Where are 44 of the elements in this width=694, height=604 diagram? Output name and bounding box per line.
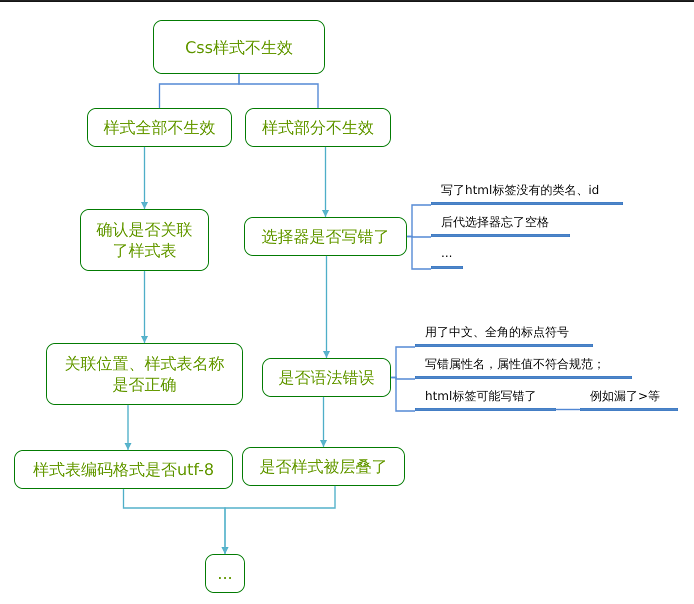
node-text: 例如漏了>等 — [590, 388, 660, 405]
process-box — [14, 450, 233, 489]
process-box — [153, 20, 325, 74]
connector-line — [238, 74, 319, 108]
arrow — [222, 486, 336, 554]
node-text: 是否语法错误 — [278, 367, 374, 388]
arrow — [322, 147, 329, 217]
branch-item — [415, 324, 593, 347]
node-text: 样式全部不生效 — [104, 117, 216, 138]
node-text: ... — [441, 246, 452, 260]
node-text: ... — [217, 563, 233, 584]
process-box — [205, 554, 245, 593]
node-text: 选择器是否写错了 — [262, 226, 390, 247]
branch-item — [415, 356, 632, 379]
node-text: 用了中文、全角的标点符号 — [425, 324, 569, 341]
branch-item — [431, 214, 570, 237]
node-text: Css样式不生效 — [185, 36, 293, 58]
node-text: 关联位置、样式表名称是否正确 — [64, 353, 226, 395]
arrow — [320, 397, 327, 447]
node-text: 是否样式被层叠了 — [260, 456, 388, 477]
node-text: 确认是否关联了样式表 — [96, 219, 194, 261]
process-box — [262, 358, 391, 397]
process-box — [46, 343, 243, 405]
connector-line — [407, 236, 431, 270]
arrow — [141, 147, 148, 209]
node-text: 样式部分不生效 — [262, 117, 374, 138]
process-box — [80, 209, 209, 271]
node-text: 写错属性名，属性值不符合规范； — [425, 356, 605, 373]
branch-item — [415, 388, 556, 411]
connector-line — [391, 376, 415, 412]
process-box — [87, 108, 232, 147]
arrow — [124, 405, 132, 450]
arrow — [323, 256, 330, 358]
node-text: 写了html标签没有的类名、id — [441, 182, 600, 199]
process-box — [242, 447, 405, 486]
process-box — [245, 108, 391, 147]
node-text: 样式表编码格式是否utf-8 — [32, 459, 214, 480]
process-box — [244, 217, 407, 256]
branch-item — [431, 182, 623, 205]
node-text: 后代选择器忘了空格 — [441, 214, 549, 231]
node-text: html标签可能写错了 — [425, 388, 536, 405]
branch-item — [580, 388, 678, 411]
arrow — [141, 271, 148, 343]
connector-line — [556, 408, 580, 410]
